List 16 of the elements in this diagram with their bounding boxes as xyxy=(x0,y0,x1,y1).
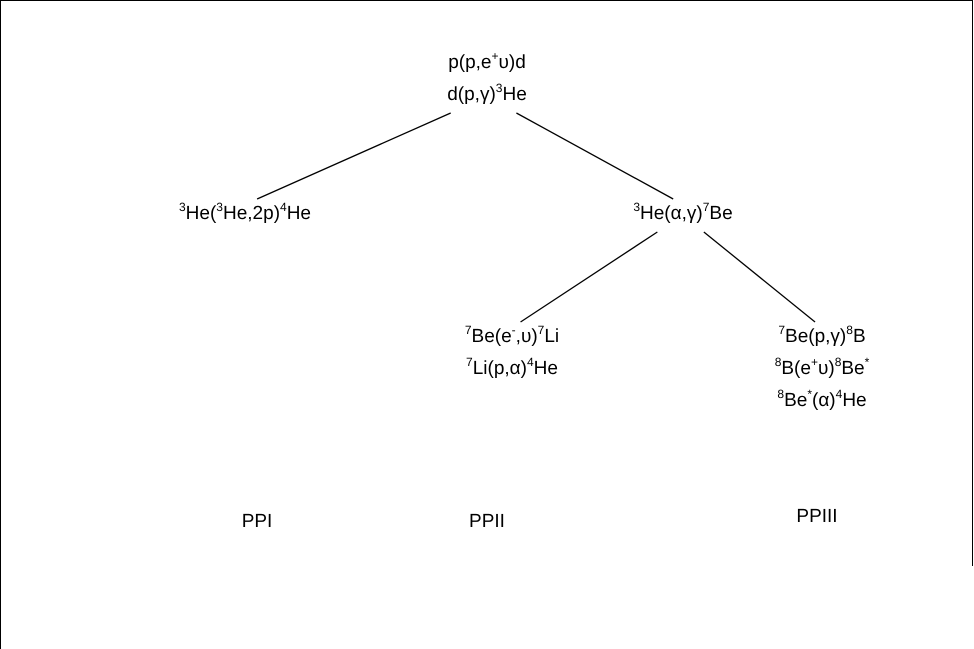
reaction-text: $^{3}$He(α,γ)$^{7}$Be xyxy=(633,203,733,226)
reaction-text: $^{7}$Li(p,α)$^{4}$He xyxy=(466,358,558,381)
reaction-text: $^{7}$Be(e$^{-}$,υ)$^{7}$Li xyxy=(464,326,560,349)
reaction-text: d(p,γ)$^{3}$He xyxy=(447,84,527,107)
chain-label: PPII xyxy=(469,511,505,533)
reaction-text: $^{7}$Be(p,γ)$^{8}$B xyxy=(778,326,866,349)
reaction-text: $^{8}$Be$^{*}$(α)$^{4}$He xyxy=(777,390,867,413)
reaction-text: $^{3}$He($^{3}$He,2p)$^{4}$He xyxy=(179,203,311,226)
chain-label: PPI xyxy=(242,511,272,533)
connector-line xyxy=(256,112,451,200)
chain-label: PPIII xyxy=(796,506,838,528)
connector-line xyxy=(516,112,674,200)
connector-line xyxy=(703,232,816,322)
reaction-text: p(p,e$^{+}$υ)d xyxy=(448,52,526,75)
connector-line xyxy=(520,231,658,323)
reaction-text: $^{8}$B(e$^{+}$υ)$^{8}$Be$^{*}$ xyxy=(774,358,870,381)
